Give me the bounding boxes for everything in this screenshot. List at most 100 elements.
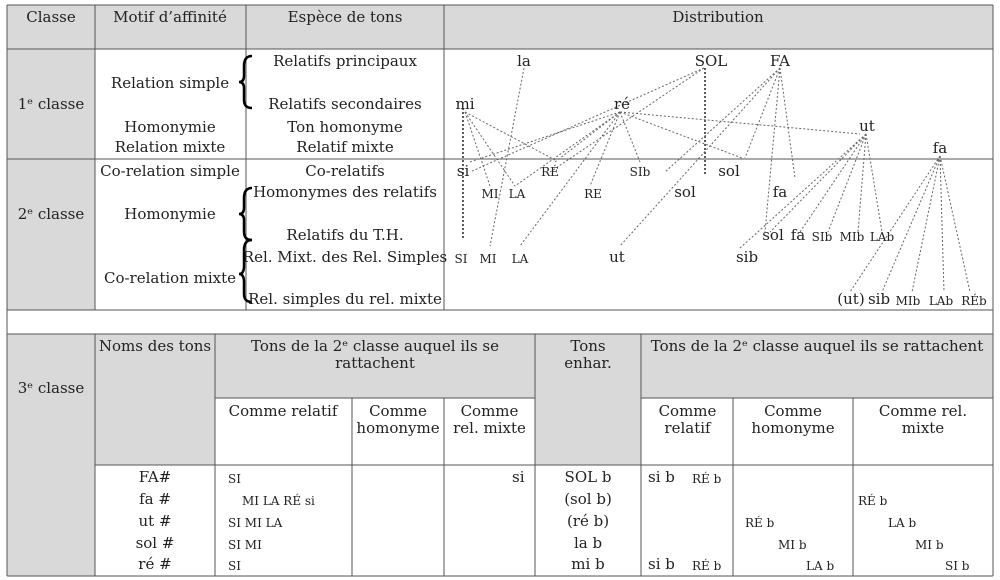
row-nom: ut # bbox=[138, 512, 172, 530]
brace-homonymie bbox=[238, 186, 253, 242]
row-nom: sol # bbox=[135, 534, 175, 552]
class3-comme-rel-mixte-a: Comme rel. mixte bbox=[453, 402, 526, 437]
dist-ut-paren: (ut) bbox=[837, 290, 865, 308]
class2-espece-rel-mixt: Rel. Mixt. des Rel. Simples bbox=[242, 248, 448, 266]
class3-label: 3ᵉ classe bbox=[17, 379, 85, 397]
dist-sol-r7: sol bbox=[762, 226, 784, 244]
row-mix-b: SI b bbox=[945, 559, 970, 573]
row-rel-b-2: RÉ b bbox=[692, 559, 722, 573]
class2-espece-homonymes-relatifs: Homonymes des relatifs bbox=[253, 183, 437, 201]
noms-header-bg bbox=[95, 334, 215, 465]
row-nom: fa # bbox=[139, 490, 171, 508]
dist-SIb: SIb bbox=[629, 165, 651, 179]
dist-fa-r6: fa bbox=[772, 183, 788, 201]
class3-comme-rel-mixte-b: Comme rel. mixte bbox=[878, 402, 968, 437]
dist-REb-r9: RÉb bbox=[961, 294, 987, 308]
dist-MIb-r9: MIb bbox=[895, 294, 921, 308]
dist-RE-r6: RE bbox=[584, 187, 602, 201]
row-rel-b-1: si b bbox=[648, 555, 675, 573]
dist-MIb-r7: MIb bbox=[839, 230, 865, 244]
class3-enhar-header: Tons enhar. bbox=[564, 337, 612, 372]
dist-LA-r8: LA bbox=[511, 252, 529, 266]
row-enhar: mi b bbox=[571, 555, 605, 573]
row-enhar: la b bbox=[573, 534, 603, 552]
class1-label-bg bbox=[7, 49, 95, 159]
dist-la: la bbox=[517, 52, 531, 70]
row-rel-b-2: RÉ b bbox=[692, 472, 722, 486]
class1-motif-homonymie: Homonymie bbox=[124, 118, 216, 136]
row-rel-b-1: si b bbox=[648, 468, 675, 486]
dist-RE-acc: RÉ bbox=[541, 165, 559, 179]
header-row-bg bbox=[7, 5, 993, 49]
row-hom-b: RÉ b bbox=[745, 516, 775, 530]
header-distribution: Distribution bbox=[672, 8, 764, 26]
dist-SOL: SOL bbox=[694, 52, 728, 70]
row-enhar: (ré b) bbox=[566, 512, 610, 530]
class3-comme-homonyme-b: Comme homonyme bbox=[751, 402, 835, 437]
dist-LAb-r9: LAb bbox=[928, 294, 954, 308]
enhar-header-bg bbox=[535, 334, 641, 465]
dist-ut-r8: ut bbox=[609, 248, 625, 266]
class3-noms-header: Noms des tons bbox=[98, 337, 212, 355]
dist-ut: ut bbox=[859, 117, 875, 135]
row-relatif: SI MI bbox=[228, 538, 262, 552]
class2-espece-rel-simples: Rel. simples du rel. mixte bbox=[248, 290, 442, 308]
class2-espece-corelatifs: Co-relatifs bbox=[305, 162, 385, 180]
dist-SI-r8: SI bbox=[454, 252, 468, 266]
dist-fa: fa bbox=[932, 139, 948, 157]
class3-tons2-header-b: Tons de la 2ᵉ classe auquel ils se ratta… bbox=[650, 337, 984, 355]
dist-re: ré bbox=[613, 95, 631, 113]
class1-motif-relation-simple: Relation simple bbox=[110, 74, 230, 92]
class3-comme-homonyme-a: Comme homonyme bbox=[356, 402, 440, 437]
dist-mi: mi bbox=[455, 95, 475, 113]
row-mixte: si bbox=[512, 468, 525, 486]
dist-LAb-r7: LAb bbox=[869, 230, 895, 244]
row-mix-b: RÉ b bbox=[858, 494, 888, 508]
row-mix-b: MI b bbox=[915, 538, 944, 552]
header-classe: Classe bbox=[26, 8, 76, 26]
class3-comme-relatif-a: Comme relatif bbox=[228, 402, 338, 420]
row-hom-b: MI b bbox=[778, 538, 807, 552]
tons2b-header-bg bbox=[641, 334, 993, 398]
dist-sib-r9: sib bbox=[867, 290, 891, 308]
row-enhar: SOL b bbox=[564, 468, 612, 486]
row-relatif: SI MI LA bbox=[228, 516, 283, 530]
class2-motif-corelation-mixte: Co-relation mixte bbox=[103, 269, 237, 287]
brace-relation-simple bbox=[238, 54, 253, 110]
class2-espece-relatifs-th: Relatifs du T.H. bbox=[286, 226, 404, 244]
dist-LA-r6: LA bbox=[508, 187, 526, 201]
class1-motif-relation-mixte: Relation mixte bbox=[114, 138, 226, 156]
dist-MI-r6: MI bbox=[481, 187, 499, 201]
brace-group bbox=[238, 54, 253, 304]
class2-label-bg bbox=[7, 159, 95, 310]
brace-corelation-mixte bbox=[238, 238, 253, 304]
class2-label: 2ᵉ classe bbox=[17, 205, 85, 223]
dist-sib-r8: sib bbox=[735, 248, 759, 266]
class2-motif-corelation-simple: Co-relation simple bbox=[100, 162, 240, 180]
dist-sol-r6: sol bbox=[674, 183, 696, 201]
row-relatif: SI bbox=[228, 472, 241, 486]
class1-espece-relatifs-principaux: Relatifs principaux bbox=[273, 52, 417, 70]
row-relatif: MI LA RÉ si bbox=[242, 494, 315, 508]
class3-label-bg bbox=[7, 334, 95, 576]
row-nom: FA# bbox=[138, 468, 172, 486]
row-hom-b: LA b bbox=[806, 559, 835, 573]
class3-tons2-header-a: Tons de la 2ᵉ classe auquel ils se ratta… bbox=[251, 337, 499, 372]
class3-comme-relatif-b: Comme relatif bbox=[658, 402, 717, 437]
row-nom: ré # bbox=[138, 555, 172, 573]
dist-sol-r5: sol bbox=[718, 162, 740, 180]
row-relatif: SI bbox=[228, 559, 241, 573]
class1-espece-ton-homonyme: Ton homonyme bbox=[287, 118, 403, 136]
class2-motif-homonymie: Homonymie bbox=[124, 205, 216, 223]
class1-espece-relatifs-secondaires: Relatifs secondaires bbox=[268, 95, 422, 113]
dist-si: si bbox=[456, 162, 470, 180]
row-mix-b: LA b bbox=[888, 516, 917, 530]
class1-label: 1ᵉ classe bbox=[17, 95, 85, 113]
dist-SIb-r7: SIb bbox=[811, 230, 833, 244]
row-enhar: (sol b) bbox=[564, 490, 612, 508]
tons2a-header-bg bbox=[215, 334, 535, 398]
class1-espece-relatif-mixte: Relatif mixte bbox=[296, 138, 394, 156]
header-espece: Espèce de tons bbox=[287, 8, 403, 26]
